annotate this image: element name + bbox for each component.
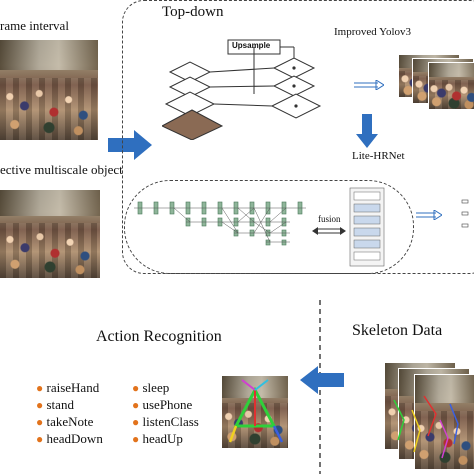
action-item: ● listenClass <box>132 414 199 430</box>
yolo-pyramid-diagram <box>162 39 322 140</box>
upsample-label: Upsample <box>232 41 271 50</box>
hrnet-block-diagram <box>349 187 385 267</box>
action-label: takeNote <box>46 414 94 429</box>
action-label: raiseHand <box>46 380 100 395</box>
lite-hrnet-label: Lite-HRNet <box>352 150 405 162</box>
bullet-icon: ● <box>132 398 140 412</box>
classroom-photo-bottom <box>0 190 100 278</box>
classroom-photo-top <box>0 40 98 140</box>
thin-right-arrow-icon <box>354 80 384 90</box>
bullet-icon: ● <box>132 415 140 429</box>
action-item: ● sleep <box>132 380 169 396</box>
action-label: stand <box>46 397 74 412</box>
skeleton-overlay <box>228 379 284 443</box>
divider-line <box>319 300 321 474</box>
yolo-output-photo-3 <box>428 62 474 110</box>
right-arrow-icon <box>108 130 152 160</box>
action-label: sleep <box>142 380 170 395</box>
action-label: headUp <box>142 431 183 446</box>
action-item: ● takeNote <box>36 414 93 430</box>
fusion-label: fusion <box>318 214 341 224</box>
action-item: ● usePhone <box>132 397 192 413</box>
bullet-icon: ● <box>36 398 44 412</box>
improved-yolov3-label: Improved Yolov3 <box>334 26 412 38</box>
thin-right-arrow-icon-2 <box>416 210 442 220</box>
output-marks <box>461 199 469 228</box>
multiscale-object-label: ective multiscale object <box>0 162 123 177</box>
action-label: headDown <box>46 431 103 446</box>
action-item: ● raiseHand <box>36 380 99 396</box>
bullet-icon: ● <box>36 381 44 395</box>
down-arrow-icon <box>356 114 378 148</box>
bullet-icon: ● <box>36 415 44 429</box>
bullet-icon: ● <box>36 432 44 446</box>
left-arrow-icon <box>300 366 344 394</box>
action-item: ● headDown <box>36 431 103 447</box>
top-down-label: Top-down <box>162 4 224 20</box>
action-label: usePhone <box>142 397 193 412</box>
double-arrow-icon <box>312 227 346 235</box>
action-label: listenClass <box>142 414 199 429</box>
action-item: ● headUp <box>132 431 183 447</box>
hrnet-network-diagram <box>134 201 306 246</box>
lite-hrnet-region <box>124 180 414 274</box>
skeleton-data-title: Skeleton Data <box>352 322 443 339</box>
action-item: ● stand <box>36 397 74 413</box>
action-recognition-title: Action Recognition <box>96 328 222 345</box>
skeleton-photo-3 <box>414 374 474 470</box>
bullet-icon: ● <box>132 381 140 395</box>
skeleton-lines-overlay <box>393 395 459 459</box>
frame-interval-label: rame interval <box>0 18 69 33</box>
bullet-icon: ● <box>132 432 140 446</box>
